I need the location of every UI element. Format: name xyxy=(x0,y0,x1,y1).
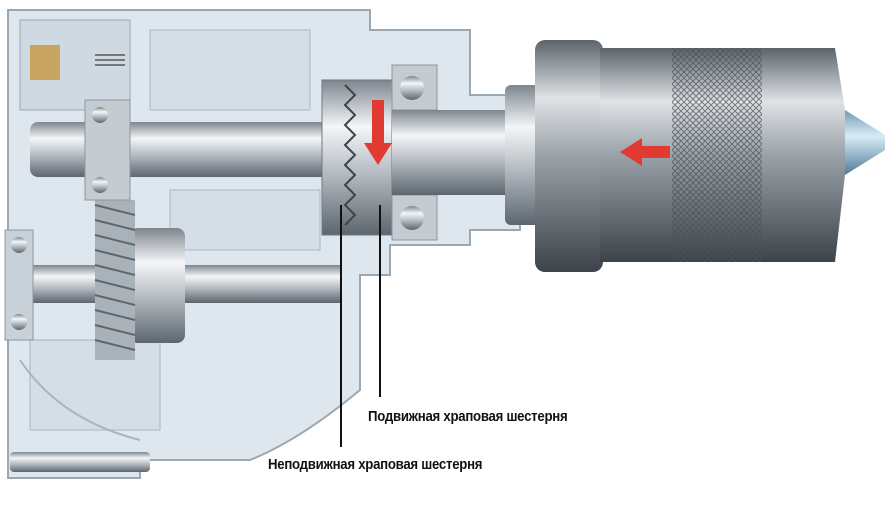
bearing-ball xyxy=(400,76,424,100)
down-arrow-icon xyxy=(364,100,392,165)
chuck-collar xyxy=(535,40,603,272)
main-spindle xyxy=(30,122,330,177)
brush-block xyxy=(30,45,60,80)
left-arrow-icon xyxy=(620,138,670,166)
housing-screw xyxy=(10,452,150,472)
ratchet-teeth xyxy=(343,84,357,226)
chuck-knurl xyxy=(672,48,762,262)
spur-gear xyxy=(130,228,185,343)
movable-gear-label: Подвижная храповая шестерня xyxy=(368,408,568,425)
bearing-ball xyxy=(400,206,424,230)
drill-tip xyxy=(845,110,885,175)
fixed-gear-label: Неподвижная храповая шестерня xyxy=(268,456,483,473)
